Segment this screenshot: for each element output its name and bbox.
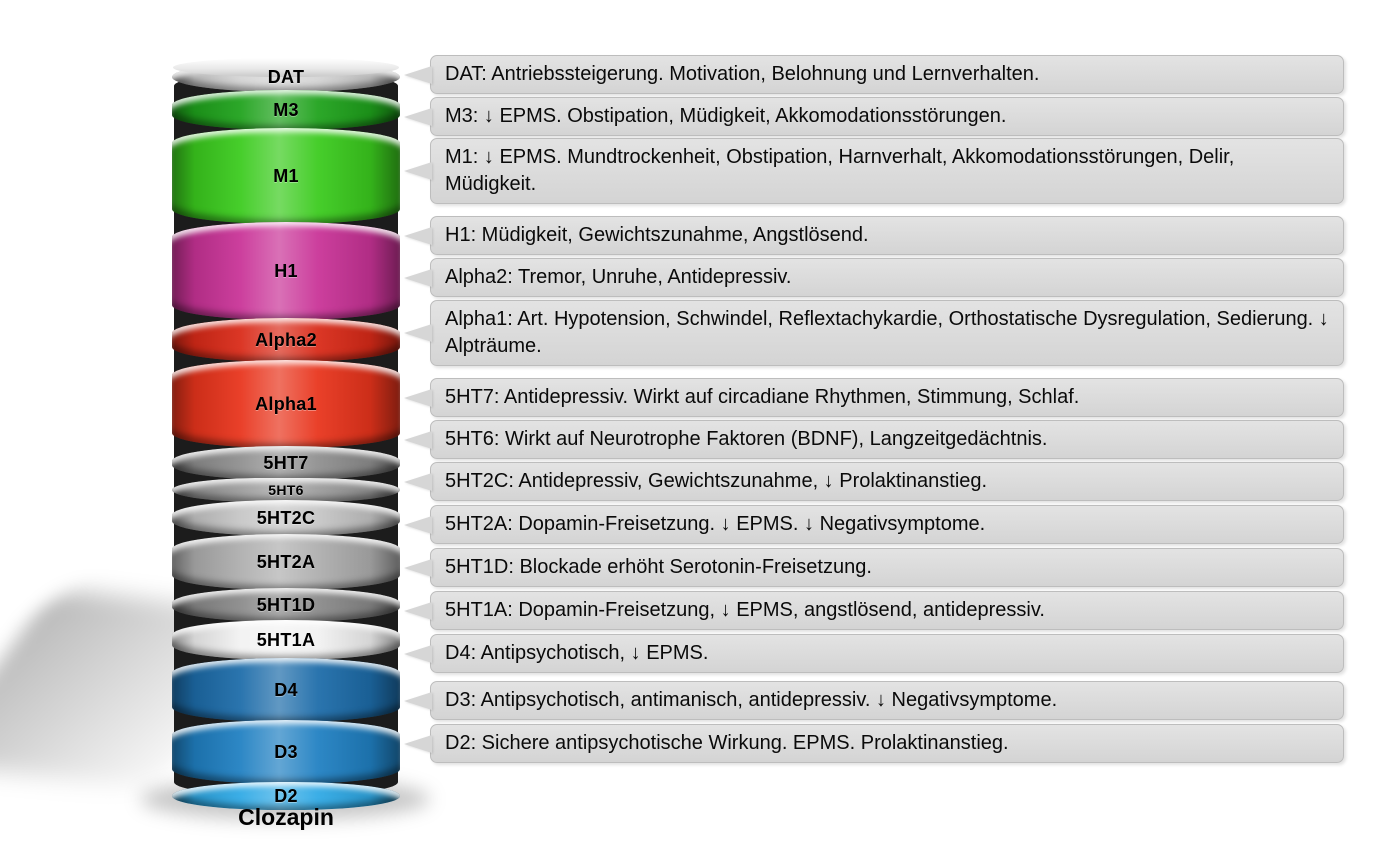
receptor-disc-h1: H1 xyxy=(172,222,400,320)
receptor-stack: DAT M3 M1 H1 Alpha2 Alpha1 5HT7 5HT6 5HT… xyxy=(172,0,400,856)
receptor-disc-d2-label: D2 xyxy=(274,785,298,806)
receptor-disc-dat-label: DAT xyxy=(267,66,305,87)
callout-alpha2-text: Alpha2: Tremor, Unruhe, Antidepressiv. xyxy=(445,266,792,288)
receptor-disc-m3: M3 xyxy=(172,90,400,130)
callout-dat: DAT: Antriebssteigerung. Motivation, Bel… xyxy=(430,55,1344,94)
callout-d3-text: D3: Antipsychotisch, antimanisch, antide… xyxy=(445,689,1058,711)
receptor-disc-alpha2-label: Alpha2 xyxy=(255,329,317,350)
callout-h1: H1: Müdigkeit, Gewichtszunahme, Angstlös… xyxy=(430,216,1344,255)
callout-5ht2c: 5HT2C: Antidepressiv, Gewichtszunahme, ↓… xyxy=(430,462,1344,501)
callout-5ht2a: 5HT2A: Dopamin-Freisetzung. ↓ EPMS. ↓ Ne… xyxy=(430,505,1344,544)
callout-alpha2: Alpha2: Tremor, Unruhe, Antidepressiv. xyxy=(430,258,1344,297)
receptor-disc-5ht1a-label: 5HT1A xyxy=(256,629,316,650)
receptor-disc-5ht1d: 5HT1D xyxy=(172,588,400,622)
receptor-disc-d3-label: D3 xyxy=(274,741,298,762)
callout-d2: D2: Sichere antipsychotische Wirkung. EP… xyxy=(430,724,1344,763)
callout-m1: M1: ↓ EPMS. Mundtrockenheit, Obstipation… xyxy=(430,138,1344,204)
callout-5ht7-text: 5HT7: Antidepressiv. Wirkt auf circadian… xyxy=(445,386,1080,408)
receptor-disc-d3: D3 xyxy=(172,720,400,784)
receptor-disc-5ht7-label: 5HT7 xyxy=(263,452,309,473)
receptor-disc-5ht6-label: 5HT6 xyxy=(268,482,304,498)
callout-5ht1a-text: 5HT1A: Dopamin-Freisetzung, ↓ EPMS, angs… xyxy=(445,599,1045,621)
receptor-disc-5ht2c: 5HT2C xyxy=(172,500,400,536)
receptor-disc-5ht1d-label: 5HT1D xyxy=(256,594,316,615)
callout-m3-text: M3: ↓ EPMS. Obstipation, Müdigkeit, Akko… xyxy=(445,105,1007,127)
callout-5ht6-text: 5HT6: Wirkt auf Neurotrophe Faktoren (BD… xyxy=(445,428,1048,450)
receptor-disc-5ht2a: 5HT2A xyxy=(172,534,400,590)
receptor-disc-dat: DAT xyxy=(172,58,400,92)
callout-m3: M3: ↓ EPMS. Obstipation, Müdigkeit, Akko… xyxy=(430,97,1344,136)
receptor-disc-alpha1: Alpha1 xyxy=(172,360,400,448)
receptor-disc-alpha2: Alpha2 xyxy=(172,318,400,362)
callout-5ht7: 5HT7: Antidepressiv. Wirkt auf circadian… xyxy=(430,378,1344,417)
callout-5ht1d-text: 5HT1D: Blockade erhöht Serotonin-Freiset… xyxy=(445,556,872,578)
receptor-disc-5ht2a-label: 5HT2A xyxy=(256,551,316,572)
drug-name-label: Clozapin xyxy=(238,804,334,830)
receptor-disc-5ht2c-label: 5HT2C xyxy=(256,507,316,528)
callout-dat-text: DAT: Antriebssteigerung. Motivation, Bel… xyxy=(445,63,1040,85)
receptor-disc-h1-label: H1 xyxy=(274,260,298,281)
receptor-disc-m1-label: M1 xyxy=(273,165,299,186)
receptor-disc-m3-label: M3 xyxy=(273,99,299,120)
callout-5ht2c-text: 5HT2C: Antidepressiv, Gewichtszunahme, ↓… xyxy=(445,470,988,492)
callout-alpha1-text: Alpha1: Art. Hypotension, Schwindel, Ref… xyxy=(445,308,1329,357)
callout-d2-text: D2: Sichere antipsychotische Wirkung. EP… xyxy=(445,732,1009,754)
callout-5ht1a: 5HT1A: Dopamin-Freisetzung, ↓ EPMS, angs… xyxy=(430,591,1344,630)
receptor-disc-d2: D2 xyxy=(172,782,400,810)
callout-5ht2a-text: 5HT2A: Dopamin-Freisetzung. ↓ EPMS. ↓ Ne… xyxy=(445,513,986,535)
receptor-disc-d4-label: D4 xyxy=(274,679,298,700)
receptor-disc-d4: D4 xyxy=(172,658,400,722)
receptor-disc-5ht6: 5HT6 xyxy=(172,478,400,502)
receptor-disc-5ht1a: 5HT1A xyxy=(172,620,400,660)
callout-5ht1d: 5HT1D: Blockade erhöht Serotonin-Freiset… xyxy=(430,548,1344,587)
receptor-disc-5ht7: 5HT7 xyxy=(172,446,400,480)
receptor-disc-m1: M1 xyxy=(172,128,400,224)
callout-5ht6: 5HT6: Wirkt auf Neurotrophe Faktoren (BD… xyxy=(430,420,1344,459)
receptor-disc-alpha1-label: Alpha1 xyxy=(255,393,317,414)
callout-h1-text: H1: Müdigkeit, Gewichtszunahme, Angstlös… xyxy=(445,224,869,246)
callout-d3: D3: Antipsychotisch, antimanisch, antide… xyxy=(430,681,1344,720)
callout-d4: D4: Antipsychotisch, ↓ EPMS. xyxy=(430,634,1344,673)
callout-d4-text: D4: Antipsychotisch, ↓ EPMS. xyxy=(445,642,709,664)
callout-m1-text: M1: ↓ EPMS. Mundtrockenheit, Obstipation… xyxy=(445,146,1235,195)
callout-alpha1: Alpha1: Art. Hypotension, Schwindel, Ref… xyxy=(430,300,1344,366)
